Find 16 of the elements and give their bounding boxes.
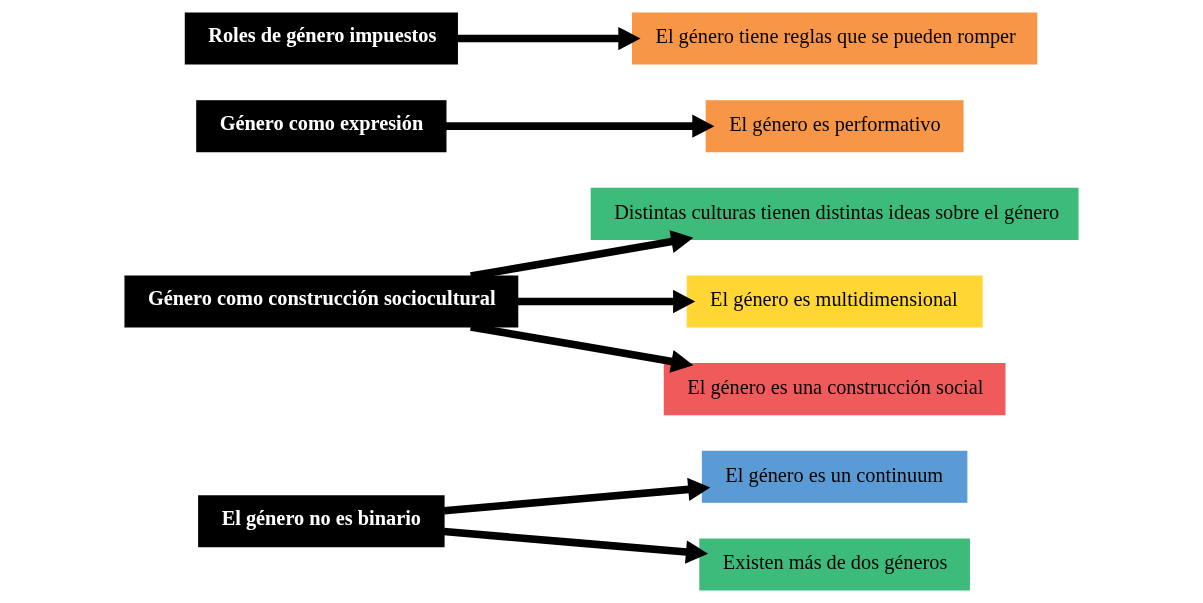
arrow bbox=[443, 477, 711, 515]
node-box: El género es multidimensional bbox=[686, 275, 983, 328]
node-box: Existen más de dos géneros bbox=[699, 538, 970, 591]
node-box: El género no es binario bbox=[198, 495, 445, 548]
node-box: Género como expresión bbox=[196, 100, 447, 153]
node-box: El género es performativo bbox=[705, 100, 964, 153]
arrow bbox=[517, 289, 696, 314]
node-box: Roles de género impuestos bbox=[184, 12, 458, 65]
node-box: Distintas culturas tienen distintas ideas sobre el género bbox=[590, 187, 1079, 240]
node-box: Género como construcción sociocultural bbox=[124, 275, 519, 328]
node-box: El género tiene reglas que se pueden romper bbox=[632, 12, 1038, 65]
arrow bbox=[443, 527, 709, 564]
node-box: El género es un continuum bbox=[701, 450, 968, 503]
node-box: El género es una construcción social bbox=[663, 363, 1006, 416]
arrow bbox=[457, 26, 641, 51]
arrow bbox=[445, 114, 715, 138]
